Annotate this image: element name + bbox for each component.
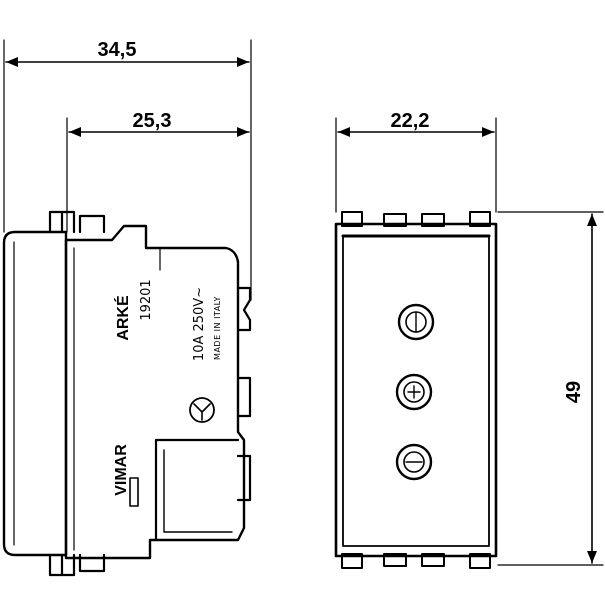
side-view: ARKÉ 19201 10A 250V~ MADE IN ITALY VIMAR (2, 210, 252, 577)
imq-mark-icon (189, 397, 215, 423)
dimension-body-depth-label: 25,3 (133, 110, 172, 132)
dimension-width: 22,2 (335, 110, 497, 213)
front-view (334, 211, 498, 569)
dimension-height-label: 49 (563, 381, 585, 403)
origin-label: MADE IN ITALY (213, 296, 222, 360)
brand-logo: VIMAR (113, 444, 130, 496)
product-code: 19201 (139, 279, 154, 320)
series-logo: ARKÉ (113, 295, 132, 341)
dimension-body-depth: 25,3 (66, 110, 250, 233)
socket-hole-middle (395, 373, 433, 411)
socket-hole-bottom (395, 443, 433, 481)
dimension-height: 49 (497, 211, 604, 566)
dimension-width-label: 22,2 (391, 110, 430, 132)
electrical-rating: 10A 250V~ (192, 287, 207, 361)
dimension-overall-depth: 34,5 (3, 39, 252, 301)
socket-hole-top (397, 303, 435, 341)
dimension-overall-depth-label: 34,5 (98, 39, 137, 61)
